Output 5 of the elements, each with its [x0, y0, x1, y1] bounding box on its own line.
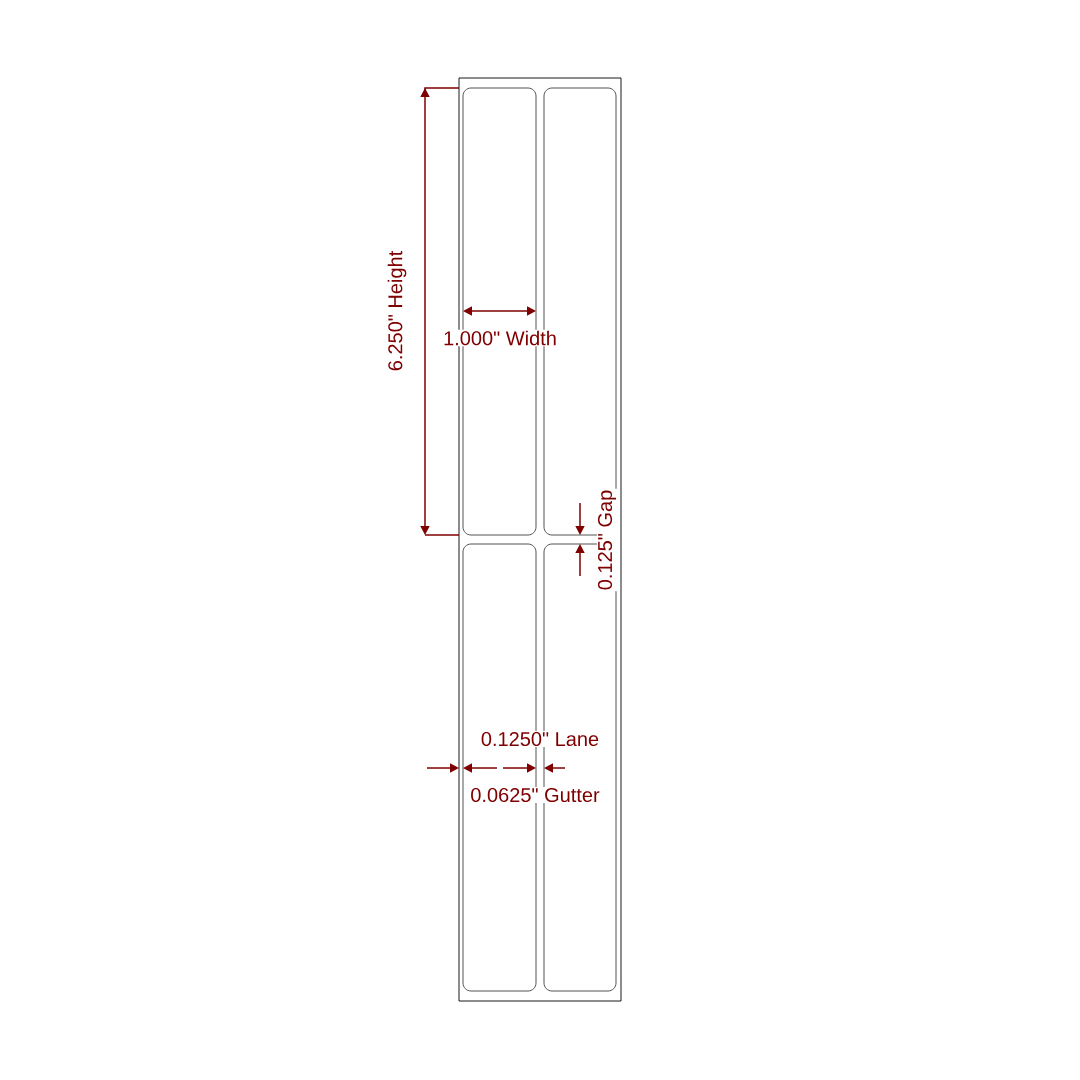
- dimension-label: 0.0625" Gutter: [469, 786, 601, 804]
- dimension-label: 6.250" Height: [386, 249, 408, 373]
- dimension-label: 0.125" Gap: [596, 488, 618, 592]
- dimension-label: 0.1250" Lane: [479, 730, 601, 748]
- dimension-label: 1.000" Width: [442, 329, 558, 347]
